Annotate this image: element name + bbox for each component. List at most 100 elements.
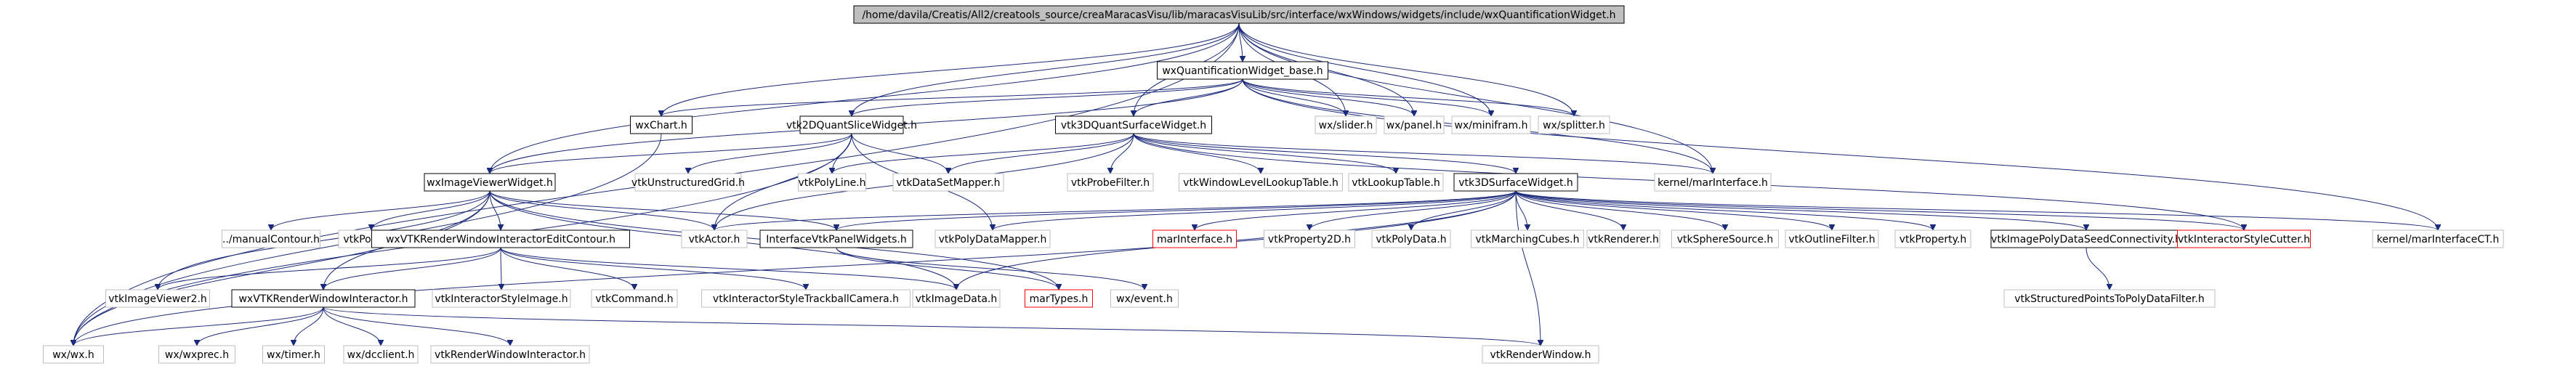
edge-qbase-to-slice2d (852, 78, 1243, 117)
node-vtkactor-h: vtkActor.h (681, 229, 748, 248)
node-wx-slider-h: wx/slider.h (1315, 115, 1377, 134)
edge-editcontour-to-rwi (323, 247, 501, 290)
node-label: vtkUnstructuredGrid.h (631, 177, 745, 189)
node-label: vtkPolyData.h (1376, 234, 1446, 245)
node-wxvtkrenderwindowinteractor-h[interactable]: wxVTKRenderWindowInteractor.h (231, 289, 416, 308)
node-box (892, 173, 1004, 192)
node-box (1785, 229, 1879, 248)
node-wximageviewerwidget-h[interactable]: wxImageViewerWidget.h (424, 173, 556, 192)
node-vtkpolydatamapper-h: vtkPolyDataMapper.h (934, 229, 1051, 248)
edge-root-to-kernelmar (1238, 23, 1713, 174)
edge-surf3d-to-lut (1133, 133, 1396, 174)
edge-imgviewer-to-imgviewer2 (158, 190, 490, 290)
node-label: vtkProperty2D.h (1268, 234, 1351, 245)
node-box (1586, 229, 1660, 248)
edge-surfwidget-to-ivpanel (836, 190, 1517, 231)
edge-surfwidget-to-marinterface (1195, 190, 1517, 231)
edge-surfwidget-to-polymapper (993, 190, 1517, 231)
node-box (591, 289, 678, 308)
node-box (1482, 345, 1599, 364)
node-box (1471, 229, 1584, 248)
edge-slice2d-to-imgviewer (490, 133, 852, 174)
node-interfacevtkpanelwidgets-h[interactable]: InterfaceVtkPanelWidgets.h (759, 229, 913, 248)
node-box (1671, 229, 1779, 248)
node-vtk3dsurfacewidget-h[interactable]: vtk3DSurfaceWidget.h (1453, 173, 1578, 192)
node-label: wx/slider.h (1319, 120, 1373, 131)
edge-surfwidget-to-prop (1515, 190, 1933, 231)
node-box (371, 229, 630, 248)
node-label: wxImageViewerWidget.h (427, 177, 553, 189)
node-box (2177, 229, 2311, 248)
node-vtkrenderwindow-h: vtkRenderWindow.h (1482, 345, 1599, 364)
node-label: vtkInteractorStyleImage.h (435, 293, 568, 305)
edge-ivpanel-to-wxevent (836, 247, 1144, 290)
node-wxquantificationwidget-base-h[interactable]: wxQuantificationWidget_base.h (1157, 61, 1328, 80)
edge-rwi-to-dcclient (323, 306, 381, 346)
edge-root-to-slice2d (852, 23, 1240, 116)
node-label: vtkPolyDataMapper.h (939, 234, 1047, 245)
node-box (262, 345, 325, 364)
edge-ivpanel-to-martypes (836, 247, 1059, 290)
edge-surfwidget-to-prop2d (1309, 190, 1517, 231)
node-label: wx/panel.h (1386, 120, 1442, 131)
node-vtkinteractorstyletrackballcamera-h: vtkInteractorStyleTrackballCamera.h (701, 289, 911, 308)
edge-surfwidget-to-renderer (1515, 190, 1623, 231)
node-vtkimagedata-h: vtkImageData.h (912, 289, 1001, 308)
node-vtk3dquantsurfacewidget-h[interactable]: vtk3DQuantSurfaceWidget.h (1055, 115, 1212, 134)
edge-surfwidget-to-outline (1515, 190, 1832, 231)
edge-root-to-wxminifram (1238, 23, 1491, 116)
node-label: wx/dcclient.h (347, 349, 415, 361)
node-wx-dcclient-h: wx/dcclient.h (343, 345, 419, 364)
node-box (424, 173, 556, 192)
node-label: vtkProbeFilter.h (1071, 177, 1150, 189)
edge-qbase-to-wxchart (661, 78, 1243, 117)
node-label: InterfaceVtkPanelWidgets.h (766, 234, 907, 245)
node-label: wxQuantificationWidget_base.h (1162, 65, 1323, 77)
node-label: vtkActor.h (689, 234, 740, 245)
edge-editcontour-to-imagedata (500, 247, 956, 290)
node-label: vtkRenderer.h (1588, 234, 1659, 245)
node-box (1067, 173, 1154, 192)
edge-imgviewer-to-vtkpoints (371, 190, 490, 231)
edge-rwi-to-wxtimer (294, 306, 324, 346)
node-box (934, 229, 1051, 248)
node-wxvtkrenderwindowinteractoreditcontour-h[interactable]: wxVTKRenderWindowInteractorEditContour.h (371, 229, 630, 248)
node-label: vtkProperty.h (1899, 234, 1966, 245)
node-marinterface-h[interactable]: marInterface.h (1152, 229, 1237, 248)
node-box (1384, 115, 1445, 134)
node-box (701, 289, 911, 308)
node-box (634, 173, 742, 192)
edge-rwi-to-wxprec (197, 306, 324, 346)
node-label: wxChart.h (635, 120, 687, 131)
node-box (853, 5, 1625, 24)
edge-root-to-imgviewer (490, 23, 1240, 174)
node-vtkmarchingcubes-h: vtkMarchingCubes.h (1471, 229, 1584, 248)
node-home-davila-creatis-all2-creatools-source-creamaracasvisu-lib-maracasvisulib-src-interface-wxwindows-widgets-include-wxquantificationwidget-h[interactable]: /home/davila/Creatis/All2/creatools_sour… (853, 5, 1625, 24)
node-label: vtk3DQuantSurfaceWidget.h (1061, 120, 1206, 131)
edge-surfwidget-to-sphere (1515, 190, 1725, 231)
node-vtkdatasetmapper-h: vtkDataSetMapper.h (892, 173, 1004, 192)
node-vtkimagepolydataseedconnectivity-h[interactable]: vtkImagePolyDataSeedConnectivity.h (1990, 229, 2182, 248)
edge-surfwidget-to-stylecutter (1515, 190, 2244, 231)
node-vtkpolydata-h: vtkPolyData.h (1371, 229, 1451, 248)
node-martypes-h[interactable]: marTypes.h (1025, 289, 1093, 308)
node-vtk2dquantslicewidget-h[interactable]: vtk2DQuantSliceWidget.h (786, 115, 917, 134)
node-wx-panel-h: wx/panel.h (1384, 115, 1445, 134)
node-layer: /home/davila/Creatis/All2/creatools_sour… (43, 5, 2504, 364)
node-vtkinteractorstylecutter-h[interactable]: vtkInteractorStyleCutter.h (2177, 229, 2311, 248)
edge-surf3d-to-probefilter (1110, 133, 1134, 174)
node-vtkwindowlevellookuptable-h: vtkWindowLevelLookupTable.h (1179, 173, 1343, 192)
edge-root-to-wxsplitter (1238, 23, 1574, 116)
node-manualcontour-h: ../manualContour.h (222, 229, 320, 248)
node-box (759, 229, 913, 248)
node-box (231, 289, 416, 308)
edge-qbase-to-wxsplitter (1242, 78, 1574, 117)
node-box (343, 345, 419, 364)
edge-imgviewer-to-editcontour (489, 190, 501, 230)
node-vtkstructuredpointstopolydatafilter-h: vtkStructuredPointsToPolyDataFilter.h (2003, 289, 2216, 308)
node-label: vtkRenderWindow.h (1490, 349, 1591, 361)
node-wxchart-h[interactable]: wxChart.h (630, 115, 693, 134)
node-vtkspheresource-h: vtkSphereSource.h (1671, 229, 1779, 248)
node-label: vtkImageViewer2.h (108, 293, 207, 305)
